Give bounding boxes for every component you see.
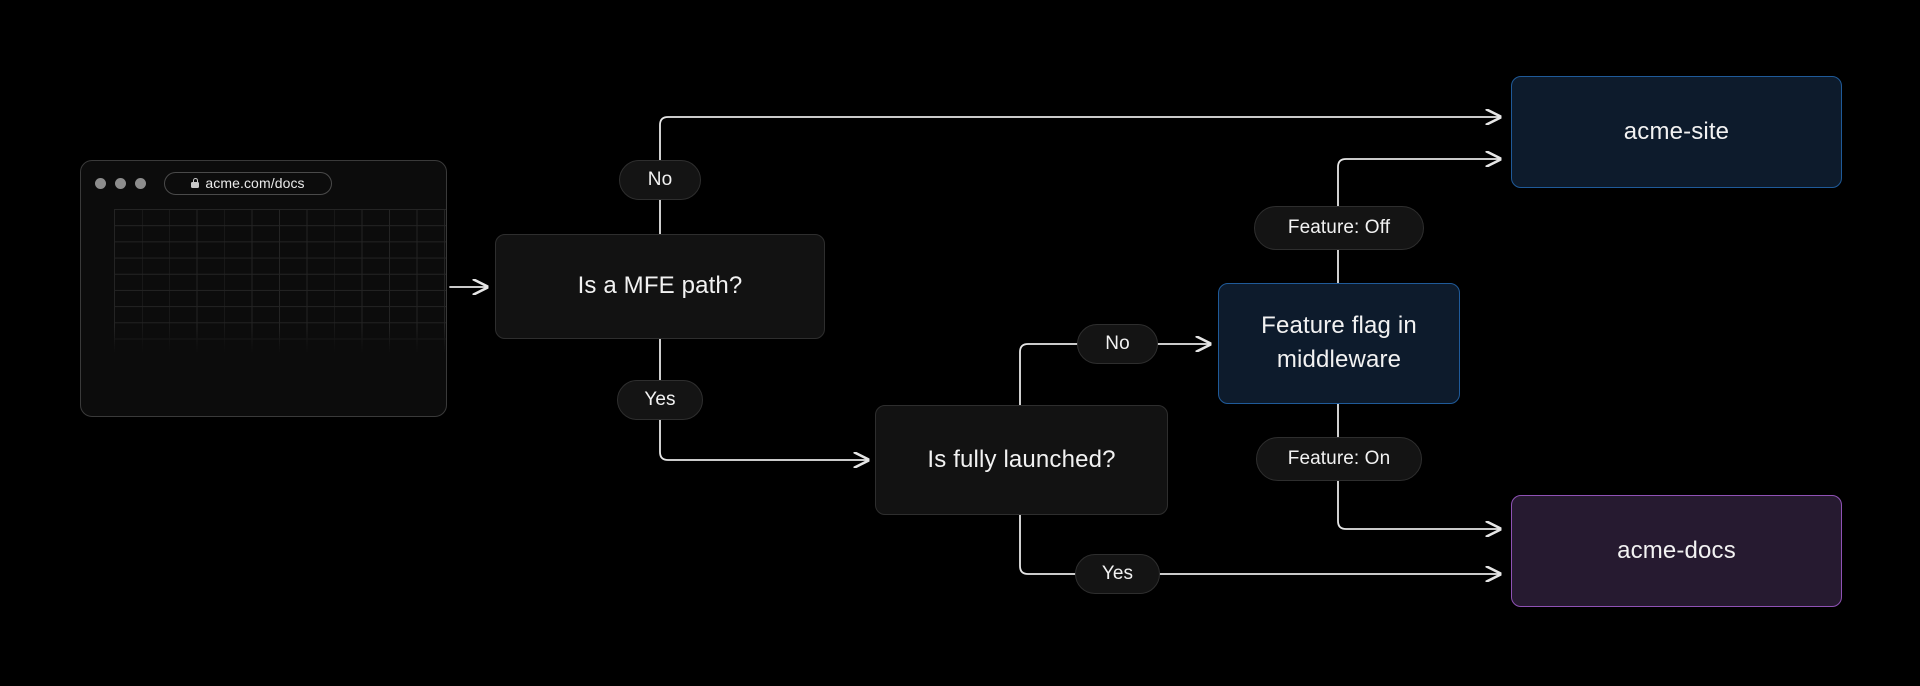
pill-text: Yes	[644, 389, 676, 410]
pill-text: Yes	[1101, 563, 1134, 584]
node-acme-docs[interactable]: acme-docs	[1511, 495, 1842, 607]
node-label-line2: middleware	[1276, 346, 1402, 373]
maximize-dot[interactable]	[135, 177, 146, 189]
edge-mfe-yes-to-launched	[659, 419, 868, 460]
node-is-mfe-path[interactable]: Is a MFE path?	[495, 234, 825, 339]
edge-label-mfe-yes: Yes	[617, 380, 703, 420]
edge-launched-no-up	[1019, 343, 1079, 406]
edge-label-mfe-no: No	[619, 160, 701, 200]
browser-window: acme.com/docs	[80, 160, 447, 417]
pill-text: No	[1105, 333, 1130, 354]
pill-text: No	[647, 169, 673, 190]
node-label-line1: Feature flag in	[1261, 312, 1417, 340]
edge-mfe-no-to-site	[659, 117, 1500, 161]
edge-feature-off-to-site	[1337, 159, 1500, 207]
node-feature-flag-in-middleware[interactable]: Feature flag in middleware	[1218, 283, 1460, 404]
edge-label-launched-no: No	[1077, 324, 1158, 364]
browser-toolbar: acme.com/docs	[81, 161, 446, 205]
pill-text: Feature: Off	[1287, 217, 1391, 238]
minimize-dot[interactable]	[115, 177, 126, 189]
close-dot[interactable]	[95, 177, 106, 189]
edge-feature-on-to-docs	[1337, 480, 1500, 529]
traffic-lights	[95, 177, 146, 189]
page-grid-placeholder	[114, 209, 446, 354]
edge-label-launched-yes: Yes	[1075, 554, 1160, 594]
node-acme-site[interactable]: acme-site	[1511, 76, 1842, 188]
edge-label-feature-on: Feature: On	[1256, 437, 1422, 481]
url-text: acme.com/docs	[205, 175, 305, 191]
edge-label-feature-off: Feature: Off	[1254, 206, 1424, 250]
edge-launched-yes-down	[1019, 514, 1079, 575]
lock-icon	[191, 178, 200, 188]
pill-text: Feature: On	[1287, 448, 1391, 469]
node-label: Is a MFE path?	[577, 272, 743, 300]
node-label: Is fully launched?	[927, 445, 1116, 473]
node-is-fully-launched[interactable]: Is fully launched?	[875, 405, 1168, 515]
address-bar[interactable]: acme.com/docs	[164, 171, 332, 195]
node-label: acme-docs	[1617, 536, 1736, 564]
node-label: acme-site	[1623, 117, 1730, 145]
